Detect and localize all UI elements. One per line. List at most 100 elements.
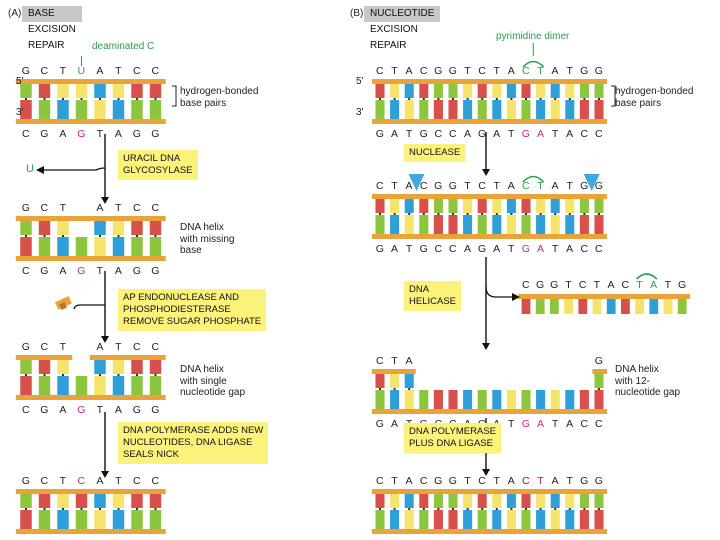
base-bottom-A: [463, 100, 473, 119]
base-bottom-G: [419, 390, 429, 409]
base-top-A: [506, 199, 516, 213]
hydrogen-bond: [525, 213, 527, 216]
nt-top-G: G: [580, 65, 588, 77]
base-bottom-G: [419, 100, 429, 119]
nt-top-C: C: [522, 475, 530, 487]
base-bottom-A: [112, 100, 125, 119]
hydrogen-bond: [43, 235, 46, 238]
base-top-T: [112, 84, 125, 98]
nt-bottom-C: C: [22, 404, 30, 416]
base-bottom-G: [521, 390, 531, 409]
nt-bottom-A: A: [566, 128, 573, 140]
backbone-top: [15, 355, 73, 360]
base-top-T: [492, 84, 502, 98]
base-top-C: [38, 494, 51, 508]
base-bottom-T: [550, 100, 560, 119]
hydrogen-bond: [154, 374, 157, 377]
excised-nt-C: C: [579, 279, 587, 291]
base-bottom-A: [390, 390, 400, 409]
base-bottom-T: [550, 215, 560, 234]
base-top-C: [477, 494, 487, 508]
nt-bottom-A: A: [566, 418, 573, 430]
nt-bottom-C: C: [22, 538, 30, 540]
nt-bottom-G: G: [420, 243, 428, 255]
hydrogen-bond: [422, 508, 425, 511]
panel-b-duplex-2: [371, 194, 608, 239]
nt-top-A: A: [406, 475, 413, 487]
uracil-release-head: [36, 166, 44, 174]
hydrogen-bond: [62, 235, 64, 238]
nt-top-C: C: [133, 475, 141, 487]
base-bottom-G: [131, 100, 143, 119]
hydrogen-bond: [99, 98, 101, 101]
excised-base-A: [649, 299, 659, 314]
base-bottom-A: [536, 215, 546, 234]
nt-top-T: T: [115, 475, 122, 487]
base-top-T: [390, 199, 400, 213]
base-top-A: [506, 494, 516, 508]
excised-nt-A: A: [650, 279, 657, 291]
nt-bottom-A: A: [59, 538, 66, 540]
nt-bottom-C: C: [22, 128, 30, 140]
base-bottom-G: [375, 215, 385, 234]
hydrogen-bond: [525, 98, 527, 101]
base-top-A: [404, 84, 414, 98]
nt-top-A: A: [508, 65, 515, 77]
base-top-C: [419, 84, 429, 98]
nt-bottom-A: A: [493, 243, 500, 255]
nt-top-T: T: [566, 65, 573, 77]
hydrogen-bond: [136, 374, 138, 377]
base-bottom-C: [594, 390, 604, 409]
base-bottom-A: [57, 100, 69, 119]
nt-top-U: U: [78, 65, 86, 77]
panel-a-duplex-4: [15, 489, 166, 534]
hydrogen-bond: [466, 508, 469, 511]
arrow-a-1-head: [101, 197, 109, 204]
nt-bottom-C: C: [595, 128, 603, 140]
hydrogen-bond: [466, 98, 469, 101]
nt-top-T: T: [60, 65, 67, 77]
hydrogen-bond: [117, 98, 120, 101]
nuclease-cut-right: [583, 174, 600, 191]
base-top-T: [57, 84, 69, 98]
base-bottom-G: [477, 100, 487, 119]
hydrogen-bond: [379, 388, 381, 391]
nt-top-T: T: [464, 180, 471, 192]
excised-base-G: [535, 299, 545, 314]
nt-bottom-G: G: [40, 404, 48, 416]
hydrogen-bond: [598, 388, 600, 391]
hydrogen-bond: [568, 213, 571, 216]
base-bottom-A: [492, 390, 502, 409]
nt-top-C: C: [478, 180, 486, 192]
base-bottom-G: [38, 237, 51, 256]
nt-bottom-C: C: [434, 538, 442, 540]
base-bottom-G: [149, 237, 162, 256]
nt-top-C: C: [376, 180, 384, 192]
nt-bottom-C: C: [580, 538, 588, 540]
nt-top-T: T: [566, 180, 573, 192]
base-top-C: [375, 374, 385, 388]
base-top-A: [404, 374, 414, 388]
base-top-T: [390, 84, 400, 98]
nt-top-C: C: [376, 355, 384, 367]
arrow-b-1-head: [482, 169, 490, 176]
nt-top-G: G: [22, 65, 30, 77]
panel-a-duplex-2: [15, 216, 166, 261]
hydrogen-bond: [481, 213, 484, 216]
base-top-C: [149, 494, 162, 508]
panel-a-3prime: 3': [16, 107, 24, 118]
nt-top-A: A: [96, 65, 103, 77]
panel-a-letter: (A): [8, 8, 22, 19]
excised-nt-T: T: [636, 279, 643, 291]
base-top-T: [390, 374, 400, 388]
hydrogen-bond: [379, 98, 381, 101]
arrow-a-3-head: [101, 471, 109, 478]
base-top-T: [57, 494, 69, 508]
hydrogen-bond: [43, 374, 46, 377]
panel-b-duplex-1: [371, 79, 608, 124]
nt-bottom-A: A: [566, 538, 573, 540]
panel-b-title: NUCLEOTIDE EXCISION REPAIR: [364, 6, 441, 51]
hydrogen-bond: [539, 213, 542, 216]
base-bottom-G: [375, 510, 385, 529]
